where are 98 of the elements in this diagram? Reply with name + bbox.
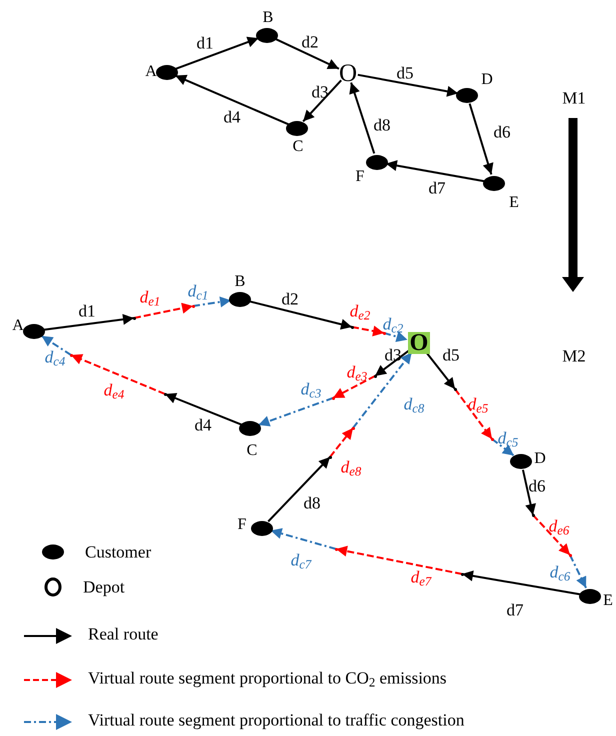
junction-point: [460, 572, 464, 576]
legend-text: Real route: [88, 626, 158, 642]
arrow: [468, 103, 494, 175]
arrow: [258, 397, 334, 426]
arrow: [358, 74, 458, 97]
node-label: A: [12, 318, 24, 334]
edge-label: d6: [528, 478, 546, 494]
arrow: [302, 80, 342, 122]
edge-label: d5: [396, 64, 414, 82]
edge-label: d$_{e6}$: [548, 518, 570, 534]
edge-label: d6: [494, 124, 510, 140]
junction-point: [490, 438, 494, 440]
junction-point: [532, 514, 534, 516]
junction-point: [568, 554, 572, 556]
junction-point: [132, 316, 136, 320]
edge-label: d$_{e2}$: [350, 302, 370, 320]
node-label: E: [509, 195, 519, 211]
node-label: F: [356, 169, 364, 185]
junction-point: [382, 332, 386, 334]
arrow: [192, 296, 232, 308]
arrow: [522, 470, 536, 516]
node-label: B: [262, 10, 274, 26]
legend-text: Virtual route segment proportional to traffic congestion: [88, 712, 464, 728]
junction-point: [70, 354, 72, 356]
edge-label: d8: [374, 116, 390, 134]
arrow: [164, 392, 242, 426]
legend-text: Virtual route segment proportional to CO$_{2}$ emissions: [88, 670, 447, 686]
edge-label: d1: [196, 34, 214, 52]
edge-label: d5: [442, 346, 460, 364]
junction-point: [164, 392, 166, 396]
arrow: [349, 82, 376, 154]
arrow: [248, 300, 352, 330]
junction-point: [192, 304, 194, 308]
legend-text: Depot: [83, 578, 125, 596]
arrow: [329, 427, 354, 458]
arrow: [274, 38, 340, 70]
arrow: [270, 528, 336, 550]
edge-label: d8: [304, 494, 320, 512]
diagram-label: M2: [562, 348, 586, 364]
edge-label: d7: [428, 180, 446, 196]
arrow: [374, 349, 410, 377]
arrow: [174, 74, 290, 126]
legend-text: Customer: [85, 544, 152, 560]
junction-point: [328, 456, 332, 458]
node-label: F: [238, 517, 246, 533]
arrow: [454, 388, 493, 440]
edge-label: d$_{e7}$: [410, 568, 432, 586]
edge-label: d1: [78, 302, 96, 320]
junction-point: [352, 426, 354, 430]
node-label: C: [292, 139, 304, 155]
edge-label: d$_{e8}$: [340, 458, 362, 476]
arrow: [175, 36, 259, 70]
edge-label: d$_{c7}$: [290, 552, 312, 568]
arrow: [42, 314, 134, 331]
edge-label: d$_{c1}$: [188, 282, 208, 300]
node-label: E: [603, 593, 613, 609]
edge-label: d2: [282, 290, 298, 308]
arrow: [332, 375, 376, 399]
node-label: A: [145, 64, 157, 80]
arrow: [352, 352, 412, 429]
edge-label: d7: [506, 602, 524, 618]
edge-label: d$_{c2}$: [382, 316, 404, 332]
edge-label: d2: [302, 34, 318, 50]
edge-label: d$_{c3}$: [300, 380, 322, 398]
junction-point: [454, 388, 456, 390]
edge-label: d4: [194, 416, 212, 434]
edge-label: d$_{e4}$: [104, 382, 124, 398]
edge-label: d$_{c5}$: [498, 430, 518, 446]
arrow: [336, 546, 462, 575]
depot-symbol: O: [338, 62, 358, 84]
arrow: [532, 514, 571, 556]
node-label: D: [534, 451, 546, 467]
arrow: [569, 554, 587, 588]
arrow: [491, 438, 514, 456]
node-label: B: [234, 274, 246, 290]
arrow: [134, 302, 194, 319]
arrow: [384, 331, 408, 342]
junction-point: [332, 396, 334, 400]
junction-point: [374, 374, 376, 378]
arrow: [41, 335, 72, 356]
arrow: [386, 160, 486, 182]
node-label: C: [246, 443, 258, 459]
depot-marker: O: [408, 332, 430, 354]
node-label: D: [481, 72, 493, 88]
junction-point: [334, 548, 338, 550]
arrow: [70, 354, 166, 395]
edge-label: d$_{e1}$: [140, 288, 160, 306]
arrow: [462, 570, 582, 596]
arrow: [352, 326, 384, 336]
diagram-label: M1: [562, 90, 586, 106]
edge-label: d$_{e3}$: [346, 364, 368, 380]
junction-point: [350, 326, 354, 328]
arrow: [426, 352, 456, 390]
edge-label: d4: [224, 108, 240, 126]
arrow: [268, 456, 331, 522]
edge-label: d$_{c4}$: [44, 348, 66, 366]
edge-label: d$_{c8}$: [404, 396, 424, 412]
edge-label: d$_{c6}$: [550, 564, 570, 580]
